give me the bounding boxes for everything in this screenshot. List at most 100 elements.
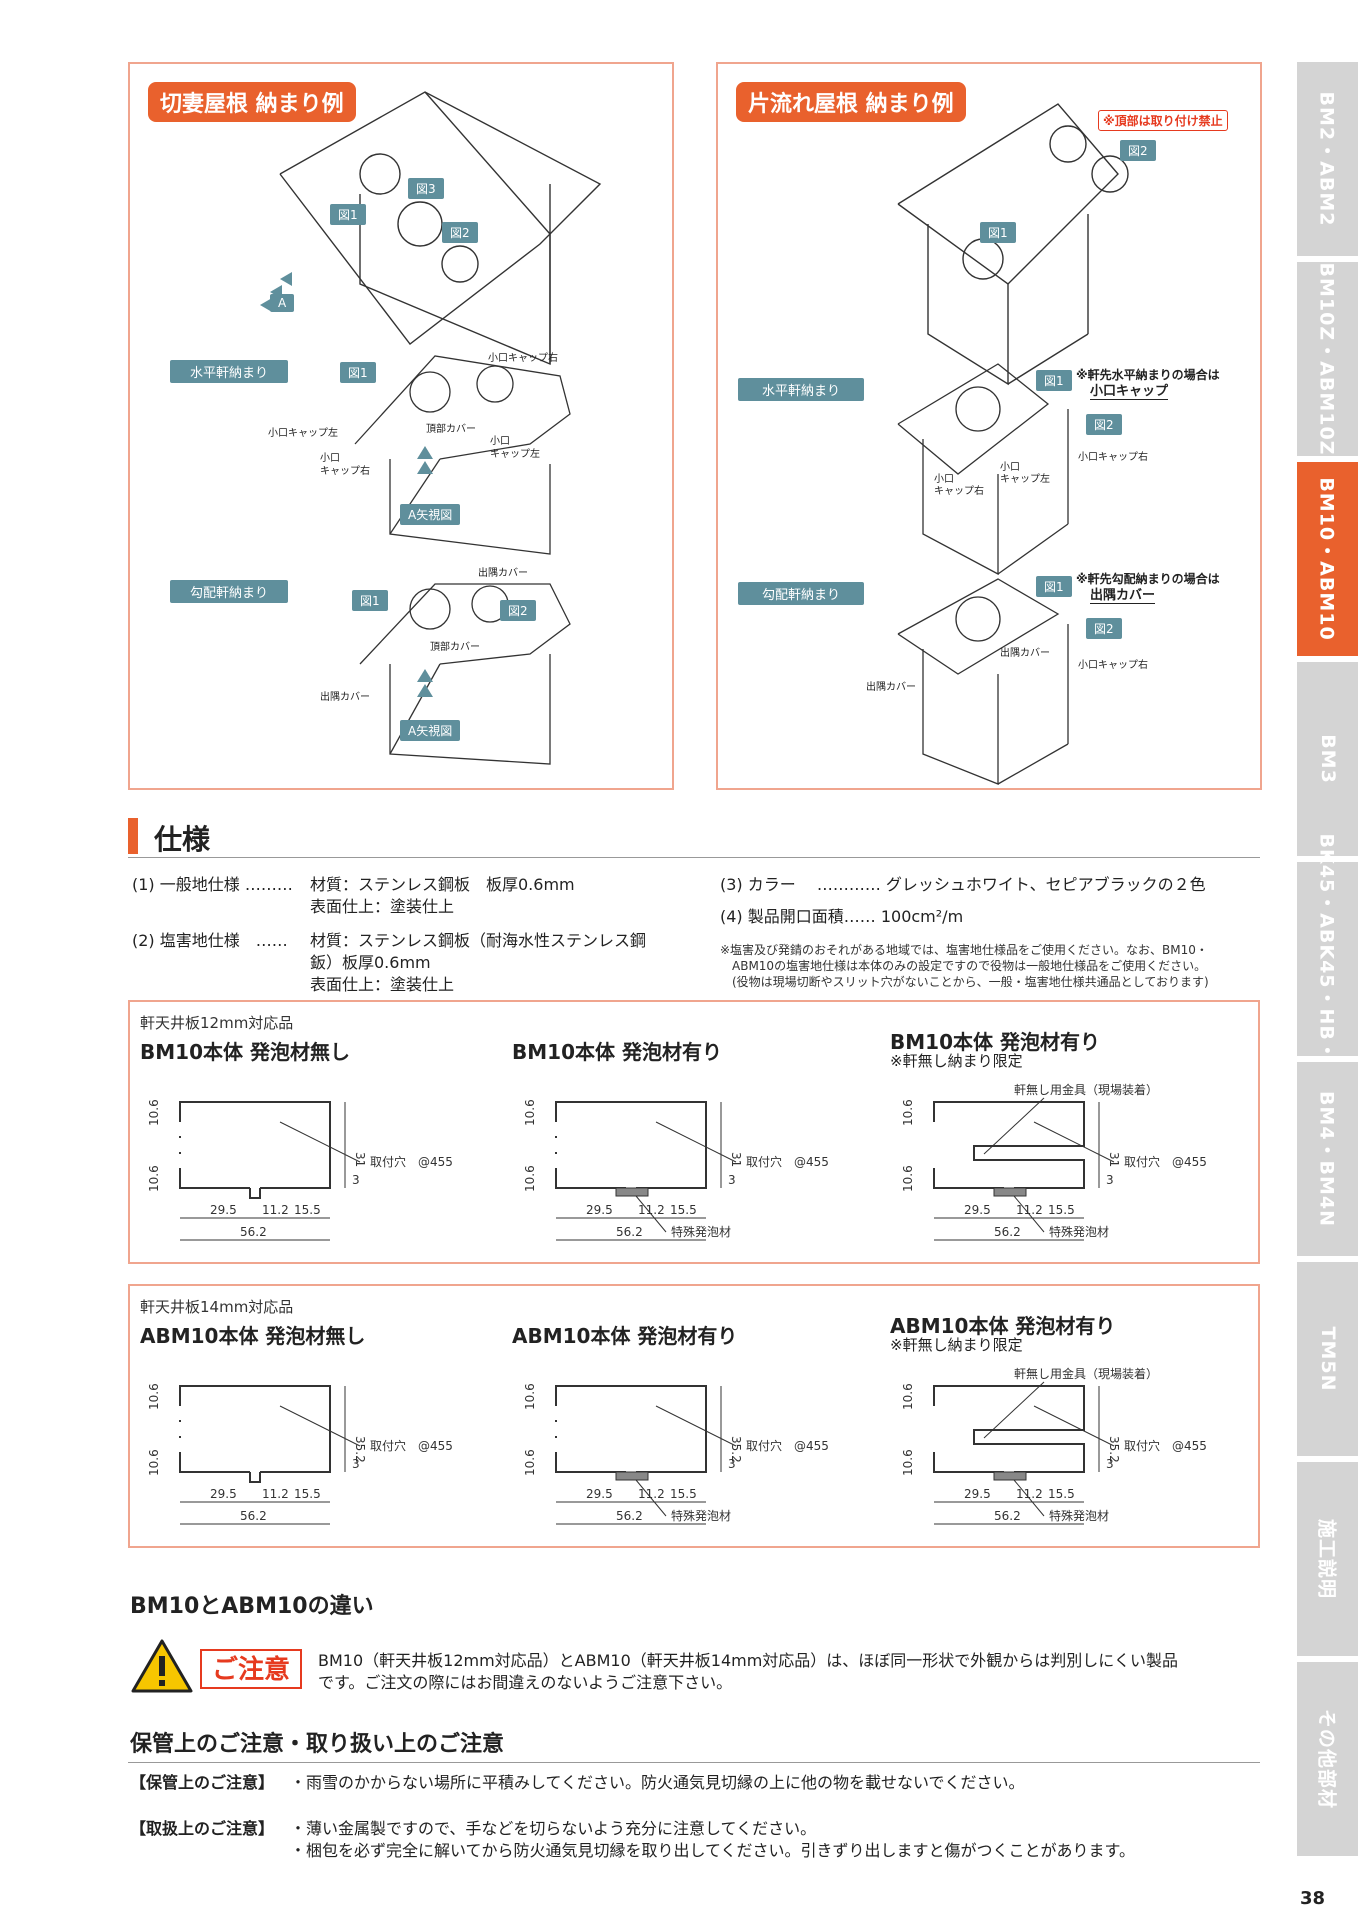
dim-label: 31 xyxy=(353,1152,367,1167)
leader-line xyxy=(1033,1121,1115,1163)
spec-item3: (3) カラー ………… グレッシュホワイト、セピアブラックの２色 xyxy=(720,875,1206,894)
hole-label: 取付穴 @455 xyxy=(370,1154,453,1169)
panel-title: 片流れ屋根 納まり例 xyxy=(736,82,966,122)
note: キャップ左 xyxy=(1000,474,1050,485)
dim-label: 31 xyxy=(729,1152,743,1167)
spec-item2: (2) 塩害地仕様 …… xyxy=(132,931,288,950)
leader-line xyxy=(279,1405,361,1447)
profile-notch xyxy=(249,1472,261,1483)
fig-label: 図1 xyxy=(340,362,376,383)
dim-label: 29.5 xyxy=(210,1203,237,1217)
profile-outline xyxy=(179,1385,331,1473)
fig-label: 図2 xyxy=(500,600,536,621)
note: 出隅カバー xyxy=(320,692,370,703)
leader-line xyxy=(1013,1479,1045,1517)
dim-label: 15.5 xyxy=(294,1487,321,1501)
hole-label: 取付穴 @455 xyxy=(746,1438,829,1453)
bracket-label: 軒無し用金具（現場装着） xyxy=(1014,1366,1158,1381)
side-tab[interactable]: BM4・BM4N xyxy=(1297,1062,1358,1256)
dim-label: 10.6 xyxy=(147,1383,161,1410)
dim-label: 29.5 xyxy=(210,1487,237,1501)
note: キャップ右 xyxy=(934,486,984,497)
slope-eave-label: 勾配軒納まり xyxy=(170,580,289,603)
fig-label: 図2 xyxy=(1086,414,1122,435)
profile-title: ABM10本体 発泡材無し xyxy=(140,1324,366,1348)
fig-label: A xyxy=(270,294,295,312)
side-tab[interactable]: BM2・ABM2 xyxy=(1297,62,1358,256)
profile-sub: ※軒無し納まり限定 xyxy=(890,1052,1023,1070)
side-tab[interactable]: その他部材 xyxy=(1297,1662,1358,1856)
hole-label: 取付穴 @455 xyxy=(1124,1438,1207,1453)
note-strong: 出隅カバー xyxy=(1090,584,1156,604)
note: ※軒先勾配納まりの場合は xyxy=(1076,572,1220,586)
note: 小口 xyxy=(934,474,954,485)
profile-title: BM10本体 発泡材無し xyxy=(140,1040,350,1064)
dim-label: 10.6 xyxy=(523,1099,537,1126)
foam-strip xyxy=(615,1471,649,1481)
dim-label: 10.6 xyxy=(901,1165,915,1192)
dim-label: 15.5 xyxy=(670,1487,697,1501)
dim-label: 29.5 xyxy=(586,1487,613,1501)
side-tab[interactable]: BK45・ABK45・HB・JB xyxy=(1297,834,1358,1084)
storage-label: 【保管上のご注意】 xyxy=(130,1773,275,1792)
top-install-warning: ※頂部は取り付け禁止 xyxy=(1098,110,1228,131)
dim-label: 11.2 xyxy=(262,1487,289,1501)
side-tabs: BM2・ABM2 BM10Z・ABM10Z BM10・ABM10 BM3 BK4… xyxy=(1297,62,1358,1862)
side-tab[interactable]: BM3 xyxy=(1297,662,1358,856)
side-tab-active[interactable]: BM10・ABM10 xyxy=(1297,462,1358,656)
handling-heading: 保管上のご注意・取り扱い上のご注意 xyxy=(130,1732,505,1757)
diff-text: BM10（軒天井板12mm対応品）とABM10（軒天井板14mm対応品）は、ほぼ… xyxy=(318,1651,1178,1692)
warning-triangle-icon xyxy=(131,1639,193,1693)
fig-label: 図2 xyxy=(1086,618,1122,639)
dim-label: 10.6 xyxy=(523,1165,537,1192)
profile-title: ABM10本体 発泡材有り xyxy=(890,1314,1116,1338)
storage-text: ・雨雪のかからない場所に平積みしてください。防火通気見切縁の上に他の物を載せない… xyxy=(290,1773,1025,1792)
note: キャップ左 xyxy=(490,449,540,460)
foam-strip xyxy=(615,1187,649,1197)
dim-label: 11.2 xyxy=(262,1203,289,1217)
dim-label: 56.2 xyxy=(994,1509,1021,1523)
profile-caption: 軒天井板14mm対応品 xyxy=(140,1298,294,1316)
caution-badge: ご注意 xyxy=(200,1649,303,1689)
profile-title: ABM10本体 発泡材有り xyxy=(512,1324,738,1348)
profile-caption: 軒天井板12mm対応品 xyxy=(140,1014,294,1032)
profile-notch xyxy=(249,1188,261,1199)
dim-label: 56.2 xyxy=(616,1509,643,1523)
foam-label: 特殊発泡材 xyxy=(671,1224,731,1239)
hole-label: 取付穴 @455 xyxy=(746,1154,829,1169)
handling-divider xyxy=(128,1762,1260,1763)
dim-label: 10.6 xyxy=(901,1449,915,1476)
note: 頂部カバー xyxy=(430,642,480,653)
dim-label: 3 xyxy=(728,1173,736,1187)
spec-item2-values: 材質：ステンレス鋼板（耐海水性ステンレス鋼 鈑）板厚0.6mm 表面仕上：塗装仕… xyxy=(310,931,647,994)
side-tab[interactable]: BM10Z・ABM10Z xyxy=(1297,262,1358,456)
a-view-label: A矢視図 xyxy=(400,504,461,525)
side-tab[interactable]: TM5N xyxy=(1297,1262,1358,1456)
profile-outline xyxy=(555,1385,707,1473)
dim-label: 3 xyxy=(728,1457,736,1471)
fig-label: 図3 xyxy=(408,178,444,199)
dim-label: 11.2 xyxy=(1016,1487,1043,1501)
dim-label: 15.5 xyxy=(1048,1203,1075,1217)
side-tab[interactable]: 施工説明 xyxy=(1297,1462,1358,1656)
bracket-label: 軒無し用金具（現場装着） xyxy=(1014,1082,1158,1097)
dim-label: 11.2 xyxy=(638,1487,665,1501)
dim-label: 56.2 xyxy=(616,1225,643,1239)
dim-label: 10.6 xyxy=(523,1383,537,1410)
fig-label: 図1 xyxy=(980,222,1016,243)
profile-outline xyxy=(555,1101,707,1189)
profile-outline xyxy=(933,1385,1085,1473)
dim-label: 56.2 xyxy=(994,1225,1021,1239)
dim-label: 56.2 xyxy=(240,1509,267,1523)
mono-pitch-illustration xyxy=(897,103,1129,785)
foam-label: 特殊発泡材 xyxy=(671,1508,731,1523)
note: 頂部カバー xyxy=(426,424,476,435)
mono-pitch-roof-panel: 片流れ屋根 納まり例 ※頂部は取り付け禁止 図2 図1 水平軒納まり xyxy=(716,62,1262,790)
fig-label: 図1 xyxy=(1036,370,1072,391)
leader-line xyxy=(279,1121,361,1163)
fig-label: 図1 xyxy=(330,204,366,225)
dim-label: 10.6 xyxy=(147,1165,161,1192)
leader-line xyxy=(1013,1195,1045,1233)
note: 小口 xyxy=(320,453,340,464)
